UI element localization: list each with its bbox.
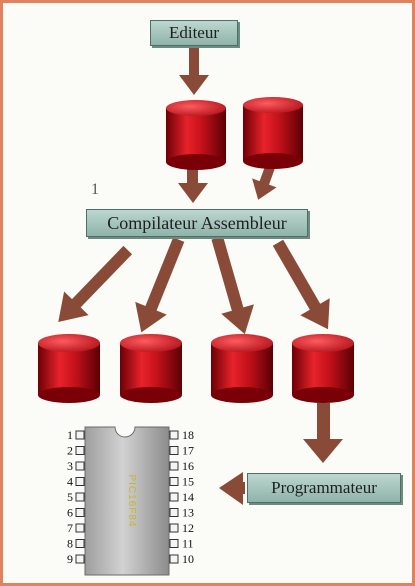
file-cylinder-include <box>243 97 303 169</box>
chip-pin-number: 5 <box>67 490 73 504</box>
chip-pin <box>75 554 85 564</box>
chip-pin-number: 3 <box>67 459 73 473</box>
chip-pin-number: 2 <box>67 444 73 458</box>
chip-body <box>84 426 170 576</box>
chip-pin <box>169 477 179 486</box>
programmer-node: Programmateur <box>247 473 401 503</box>
programmer-label: Programmateur <box>271 478 377 497</box>
compiler-assembler-node: Compilateur Assembleur <box>86 209 308 237</box>
chip-pin <box>169 539 179 548</box>
file-cylinder-output-3 <box>211 334 273 403</box>
chip-left-pins: 1 23 45 67 89 <box>67 428 85 566</box>
editor-label: Editeur <box>168 23 220 42</box>
chip-pin-number: 7 <box>67 521 73 535</box>
file-cylinder-output-hex <box>292 334 354 403</box>
chip-pin <box>169 492 179 502</box>
chip-pin <box>169 508 179 517</box>
chip-pin <box>169 430 179 440</box>
arrow-editeur-to-file <box>179 48 209 95</box>
chip-pin-number: 4 <box>67 475 73 489</box>
chip-pin <box>75 430 85 440</box>
arrow-file-to-programmateur <box>303 403 343 463</box>
editor-node: Editeur <box>150 20 238 46</box>
chip-pin <box>75 523 85 533</box>
chip-marking: PIC16F84 <box>126 474 137 527</box>
arrow-programmateur-to-chip <box>219 472 245 505</box>
chip-pin-number: 12 <box>182 521 194 535</box>
arrow-compilateur-to-file-4 <box>272 239 330 330</box>
chip-pin <box>75 508 85 517</box>
chip-pin-number: 11 <box>182 537 194 551</box>
chip-pin-number: 8 <box>67 537 73 551</box>
chip-pin <box>169 461 179 471</box>
arrow-file-to-compilateur-left <box>178 167 208 203</box>
chip-pin <box>169 446 179 455</box>
chip-pin <box>75 539 85 548</box>
arrow-file-to-compilateur-right <box>252 164 277 200</box>
chip-pin <box>75 446 85 455</box>
file-cylinder-output-2 <box>120 334 182 403</box>
file-cylinder-output-1 <box>38 334 100 403</box>
arrow-compilateur-to-file-3 <box>211 236 254 335</box>
chip-pin-number: 10 <box>182 552 194 566</box>
chip-pin-number: 6 <box>67 506 73 520</box>
stray-mark: 1 <box>91 181 99 198</box>
file-cylinder-source <box>166 100 226 170</box>
arrow-compilateur-to-file-2 <box>135 237 185 333</box>
chip-pin <box>75 492 85 502</box>
compiler-assembler-label: Compilateur Assembleur <box>107 212 287 233</box>
chip-pin-number: 13 <box>182 506 194 520</box>
chip-pin-number: 14 <box>182 490 194 504</box>
arrows <box>58 48 343 505</box>
chip-pin-number: 9 <box>67 552 73 566</box>
chip-pin <box>169 523 179 533</box>
chip-pin-number: 18 <box>182 428 194 442</box>
chip-pin-number: 17 <box>182 444 194 458</box>
chip-pin <box>169 554 179 564</box>
chip-pin-number: 15 <box>182 475 194 489</box>
arrow-compilateur-to-file-1 <box>58 245 133 322</box>
chip-pin-number: 16 <box>182 459 194 473</box>
chip-pin-number: 1 <box>67 428 73 442</box>
chip-pin <box>75 461 85 471</box>
chip-pin <box>75 477 85 486</box>
